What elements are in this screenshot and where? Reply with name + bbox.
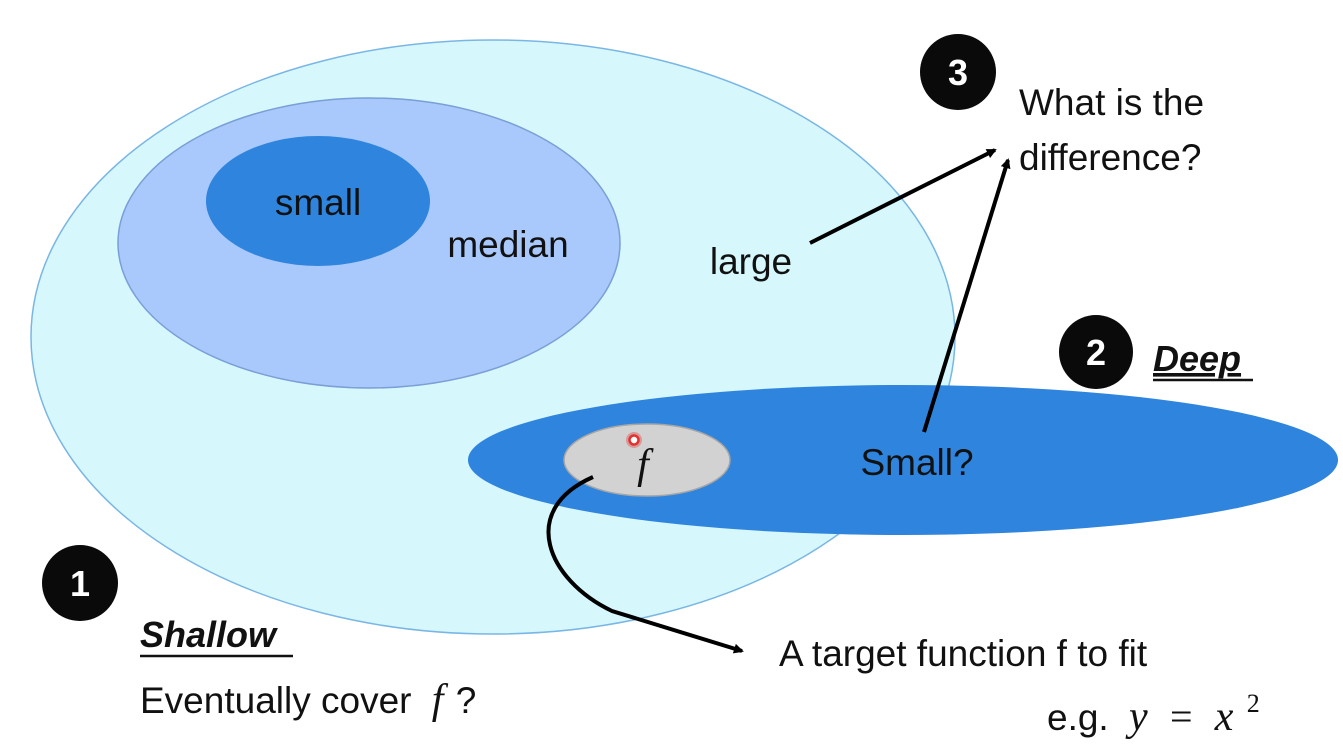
deep-to-difference-arrow [922,158,1011,433]
badge-1 [42,545,118,621]
difference-question-line1: What is the [1019,82,1204,123]
shallow-question-text: Eventually cover [140,680,411,721]
target-example-y: y [1125,694,1148,740]
target-example-prefix: e.g. [1047,697,1109,738]
badge-2-number: 2 [1086,332,1106,373]
deep-region [468,385,1338,535]
deep-small-label: Small? [860,442,973,483]
target-example-exponent: 2 [1247,689,1260,718]
target-to-description-arrow [546,475,744,654]
pointer-marker-ring [628,434,640,446]
shallow-question-mark: ? [456,680,477,721]
difference-question-line2: difference? [1019,137,1201,178]
target-example-x: x [1214,694,1234,740]
median-label: median [447,224,568,265]
large-label: large [710,241,792,282]
target-example-equals: = [1170,694,1193,739]
shallow-heading: Shallow [140,614,278,655]
large-to-difference-arrow [809,148,997,245]
target-example: e.g. y = x 2 [1047,689,1260,740]
badge-1-number: 1 [70,563,90,604]
deep-heading: Deep [1153,338,1241,379]
badge-3 [920,34,996,110]
badge-2 [1059,315,1133,389]
shallow-question-symbol: f [432,677,449,723]
target-description: A target function f to fit [779,633,1148,674]
shallow-question: Eventually cover f ? [140,677,476,723]
target-function-region [563,423,731,497]
small-label: small [275,182,361,223]
badge-3-number: 3 [948,52,968,93]
small-region [206,136,430,266]
